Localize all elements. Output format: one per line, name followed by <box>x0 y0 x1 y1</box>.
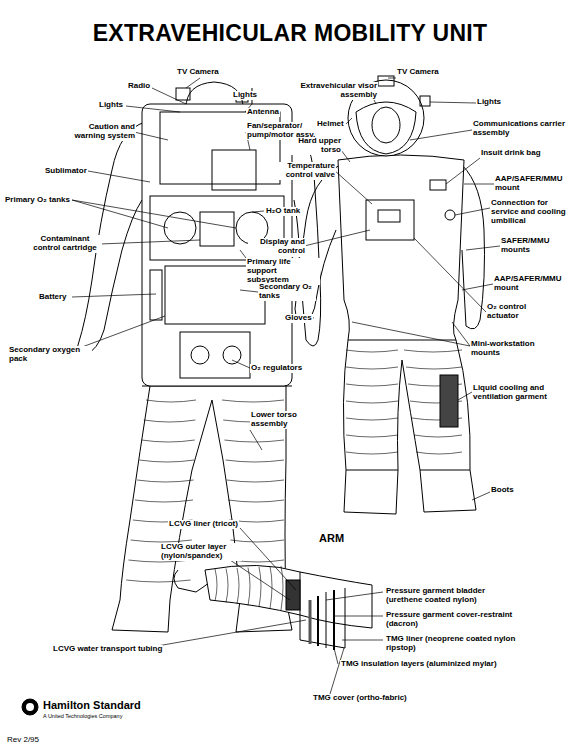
part-label: Extravehicular visor assembly <box>296 82 378 100</box>
suit-fold <box>346 401 398 403</box>
part-label: Helmet <box>316 120 345 129</box>
suit-fold <box>224 440 284 442</box>
part-label: Primary life support subsystem <box>246 258 320 285</box>
suit-fold <box>215 569 217 601</box>
part-label: Pressure garment bladder (urethene coate… <box>385 587 517 605</box>
part-label: TV Camera <box>396 68 440 77</box>
part-label: Secondary oxygen pack <box>8 346 92 364</box>
suit-fold <box>135 500 193 502</box>
part-label: LCVG liner (tricot) <box>168 520 239 529</box>
suit-fold <box>126 580 190 582</box>
part-label: SAFER/MMU mounts <box>500 237 558 255</box>
part-label: Caution and warning system <box>62 123 136 141</box>
logo-mark <box>22 699 38 715</box>
part-label: Communications carrier assembly <box>472 120 574 138</box>
suit-fold <box>346 350 398 352</box>
suit-fold <box>131 540 192 542</box>
part-label: Liquid cooling and ventilation garment <box>472 384 550 402</box>
part-label: AAP/SAFER/MMU mount <box>493 275 561 293</box>
part-label: O₂ regulators <box>250 364 303 373</box>
part-label: LCVG water transport tubing <box>52 645 163 654</box>
part-label: H₂O tank <box>265 207 301 216</box>
suit-fold <box>406 367 462 369</box>
suit-fold <box>346 452 398 454</box>
suit-fold <box>226 460 284 462</box>
part-label: Radio <box>127 82 151 91</box>
part-label: Lower torso assembly <box>250 411 304 429</box>
arm-cutaway <box>174 565 372 650</box>
title: EXTRAVEHICULAR MOBILITY UNIT <box>0 20 580 47</box>
part-label: TMG cover (ortho-fabric) <box>312 694 408 703</box>
suit-fold <box>139 460 194 462</box>
part-label: Sublimator <box>44 167 88 176</box>
suit-fold <box>404 350 462 352</box>
company-tagline: A United Technologies Company <box>42 713 123 719</box>
part-label: Temperature control valve <box>270 162 336 180</box>
suit-fold <box>222 400 284 402</box>
suit-fold <box>414 435 462 437</box>
suit-fold <box>346 435 398 437</box>
part-label: Boots <box>490 486 515 495</box>
suit-fold <box>281 566 283 610</box>
part-label: Lights <box>232 91 258 100</box>
suit-fold <box>346 384 398 386</box>
part-label: LCVG outer layer (nylon/spandex) <box>160 543 242 561</box>
suit-fold <box>259 567 261 607</box>
suit-fold <box>146 400 196 402</box>
suit-fold <box>416 452 462 454</box>
part-label: Connection for service and cooling umbil… <box>490 199 572 226</box>
suit-fold <box>226 569 228 603</box>
suit-fold <box>137 480 193 482</box>
part-label: Lights <box>98 101 124 110</box>
part-label: Gloves <box>284 314 313 323</box>
part-label: Antenna <box>246 108 280 117</box>
part-label: Insuit drink bag <box>480 149 542 158</box>
part-label: Secondary O₂ tanks <box>258 283 316 301</box>
revision-note: Rev 2/95 <box>6 736 40 745</box>
part-label: AAP/SAFER/MMU mount <box>494 175 562 193</box>
suit-fold <box>142 440 195 442</box>
suit-fold <box>227 480 284 482</box>
part-label: Contaminant control cartridge <box>28 235 102 253</box>
part-label: Mini-workstation mounts <box>470 340 552 358</box>
section-heading: ARM <box>318 532 345 544</box>
suit-fold <box>237 568 239 604</box>
part-label: O₂ control actuator <box>486 303 558 321</box>
company-name: Hamilton Standard <box>42 699 142 711</box>
suit-fold <box>230 540 284 542</box>
part-label: Pressure garment cover-restraint (dacron… <box>385 611 537 629</box>
part-label: Hard upper torso <box>290 137 342 155</box>
part-label: TV Camera <box>176 68 220 77</box>
part-label: TMG insulation layers (aluminized mylar) <box>340 660 498 669</box>
part-label: Primary O₂ tanks <box>4 196 71 205</box>
suit-fold <box>346 367 398 369</box>
suit-fold <box>346 418 398 420</box>
suit-fold <box>228 500 284 502</box>
part-label: Battery <box>38 293 68 302</box>
part-label: Lights <box>476 98 502 107</box>
suit-fold <box>144 420 196 422</box>
part-label: TMG liner (neoprene coated nylon ripstop… <box>385 635 537 653</box>
